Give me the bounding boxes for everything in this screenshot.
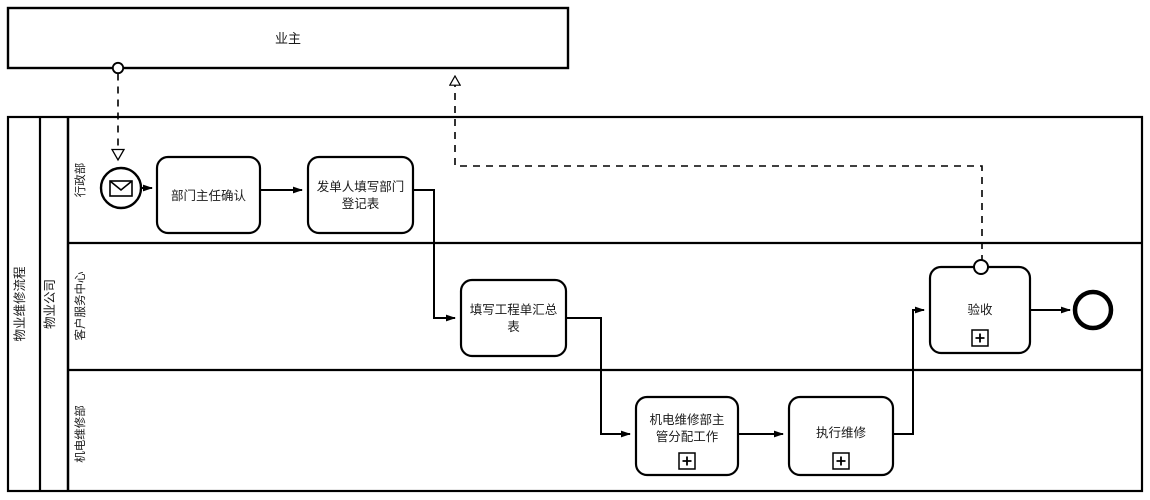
lane-service-label: 客户服务中心: [73, 271, 87, 340]
lane-admin: 行政部: [73, 163, 87, 198]
flow-execute-to-acceptance: [893, 306, 925, 435]
lane-repair-label: 机电维修部: [73, 405, 87, 463]
envelope-icon: [109, 180, 133, 197]
task-box[interactable]: [155, 155, 262, 235]
message-flow-source-circle: [111, 61, 125, 75]
process-group-label: 物业维修流程: [12, 266, 27, 342]
message-flow-acceptance-to-owner: [455, 76, 983, 262]
subprocess-box[interactable]: [634, 395, 740, 477]
flow-summary-to-assign: [566, 317, 631, 438]
pool-owner-box: [6, 6, 570, 70]
task-label-line2: 管分配工作: [656, 429, 719, 444]
lane-repair: 机电维修部: [73, 405, 87, 463]
subprocess-box[interactable]: [787, 395, 895, 477]
task-label: 验收: [967, 302, 993, 317]
task-label: 执行维修: [816, 425, 867, 440]
flow-register-to-summary: [413, 189, 456, 322]
task-label-line1: 发单人填写部门: [317, 179, 405, 194]
end-event[interactable]: [1072, 289, 1114, 331]
task-fill-dept-register[interactable]: 发单人填写部门 登记表: [306, 155, 415, 235]
task-execute-repair[interactable]: 执行维修: [787, 395, 895, 477]
pool-owner: 业主: [6, 6, 570, 70]
subprocess-plus-marker: [678, 452, 696, 470]
task-label-line2: 登记表: [342, 196, 380, 211]
lane-service: 客户服务中心: [73, 271, 87, 340]
subprocess-plus-marker: [832, 452, 850, 470]
lanes: 行政部 客户服务中心 机电维修部: [67, 117, 1142, 491]
start-event-message[interactable]: [99, 166, 143, 210]
pool-company-label: 物业公司: [42, 279, 57, 329]
message-flow-owner-to-start: [111, 61, 125, 160]
end-event-circle[interactable]: [1072, 289, 1114, 331]
pool-owner-label: 业主: [275, 32, 301, 47]
task-acceptance[interactable]: 验收: [928, 259, 1032, 355]
task-supervisor-assign[interactable]: 机电维修部主 管分配工作: [634, 395, 740, 477]
subprocess-plus-marker: [971, 329, 989, 347]
task-label-line2: 表: [507, 319, 520, 334]
task-label-line1: 填写工程单汇总: [470, 302, 558, 317]
task-box[interactable]: [306, 155, 415, 235]
task-fill-order-summary[interactable]: 填写工程单汇总 表: [459, 278, 568, 358]
task-box[interactable]: [459, 278, 568, 358]
task-label-line1: 机电维修部主: [649, 412, 724, 427]
message-flow-return-line: [455, 76, 983, 262]
lane-admin-label: 行政部: [73, 163, 87, 198]
task-dept-director-confirm[interactable]: 部门主任确认: [155, 155, 262, 235]
sequence-flows: [141, 184, 1071, 438]
task-label: 部门主任确认: [171, 188, 247, 203]
boundary-event-circle[interactable]: [973, 259, 989, 275]
